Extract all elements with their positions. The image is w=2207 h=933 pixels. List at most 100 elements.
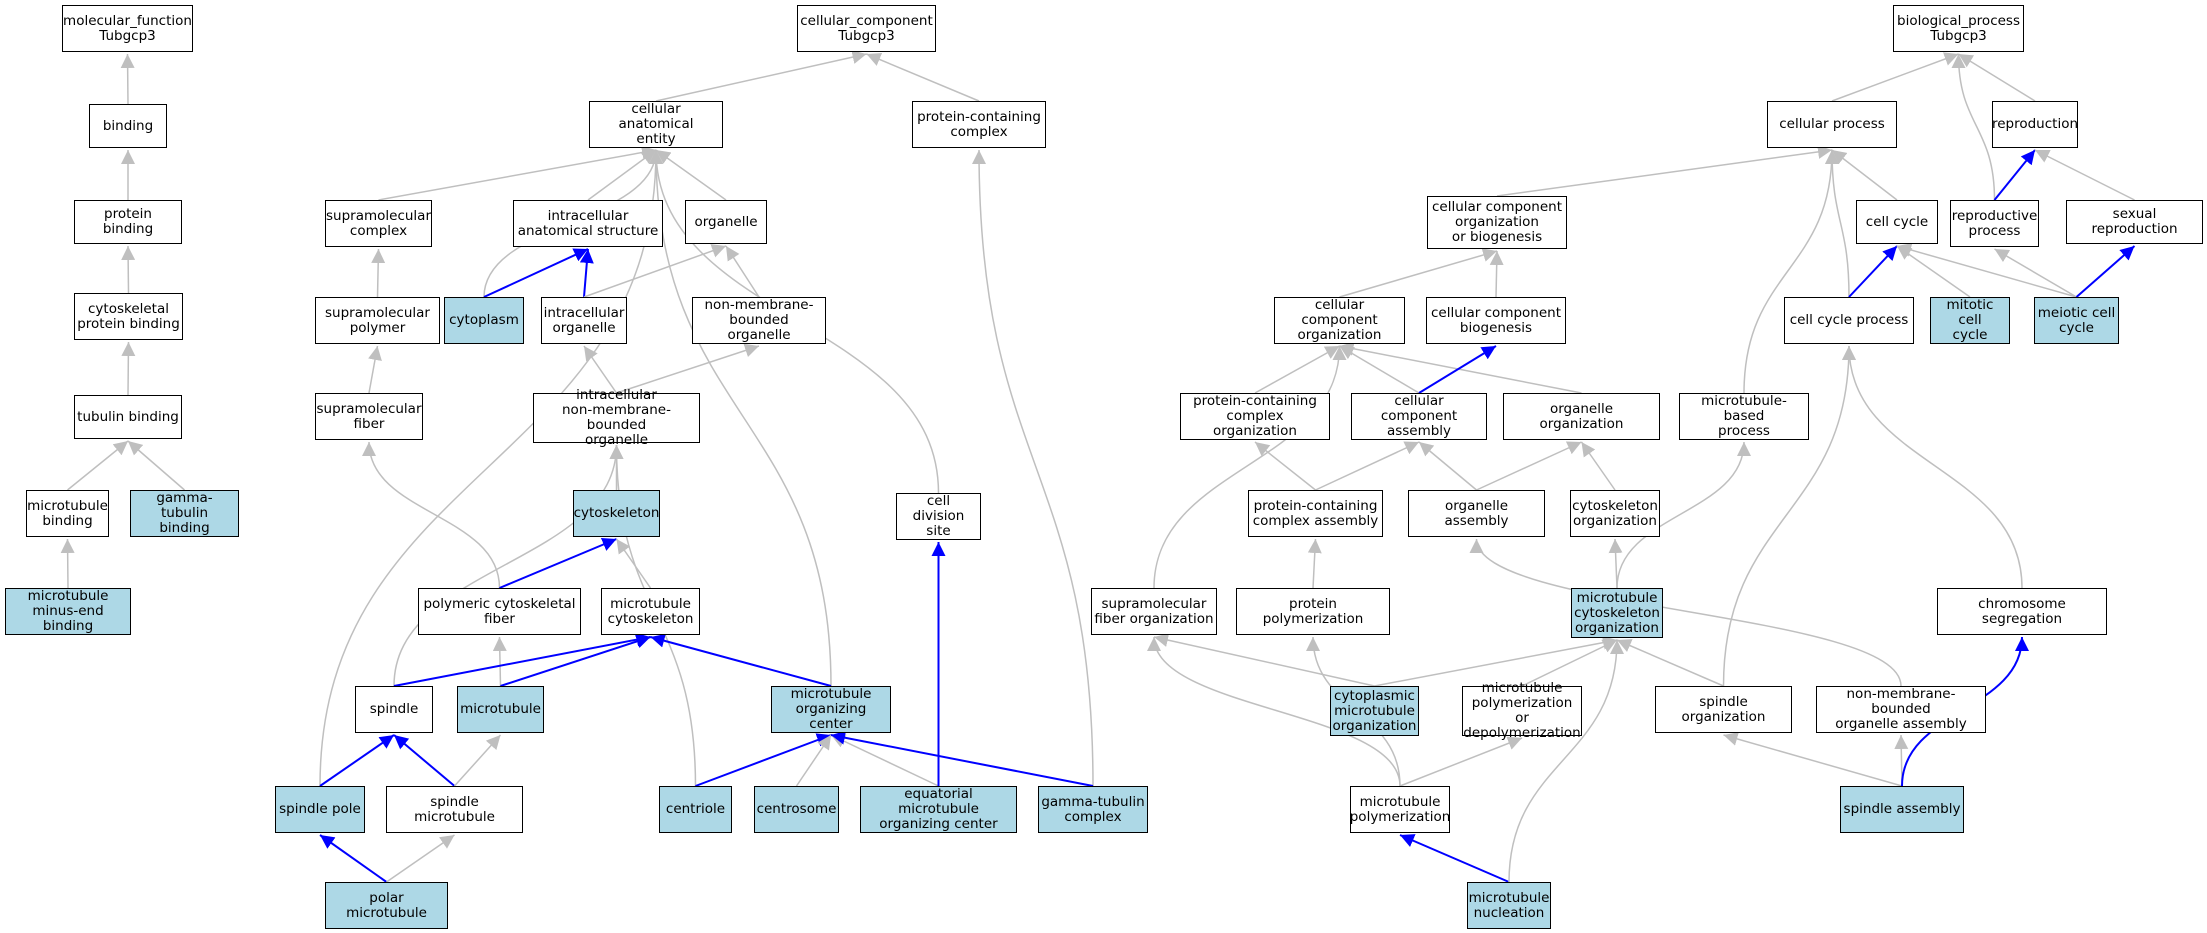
node-cellular-anatomical-entity: cellular anatomical entity xyxy=(589,101,723,148)
edge-nonmem_organelle-to-organelle xyxy=(725,245,760,298)
node-supramolecular-polymer: supramolecular polymer xyxy=(315,297,440,344)
edge-prot_cont_complex-to-cc_root xyxy=(866,52,980,102)
edge-centrosome-to-mtoc xyxy=(795,734,832,787)
edge-organelle_assembly-to-cc_assembly xyxy=(1418,441,1477,491)
edge-sexual_reproduction-to-reproduction xyxy=(2034,149,2135,201)
node-mitotic-cell-cycle: mitotic cell cycle xyxy=(1930,297,2010,344)
node-equatorial-microtubule-organizing-center: equatorial microtubule organizing center xyxy=(860,786,1017,833)
edge-supramol_fiber-to-supramol_polymer xyxy=(368,345,382,394)
edge-mt_based_process-to-cellular_process xyxy=(1743,149,1839,394)
edge-poly_cyto_fiber-to-supramol_fiber xyxy=(362,441,501,589)
node-protein-containing-complex-assembly: protein-containing complex assembly xyxy=(1248,490,1383,537)
node-sexual-reproduction: sexual reproduction xyxy=(2066,200,2203,244)
node-microtubule-nucleation: microtubule nucleation xyxy=(1467,882,1551,929)
node-centrosome: centrosome xyxy=(754,786,839,833)
edge-protein_polymerization-to-pcc_assembly xyxy=(1307,538,1322,589)
edge-supramol_complex-to-cell_anat xyxy=(378,145,657,201)
node-cytoplasm: cytoplasm xyxy=(444,297,524,344)
node-microtubule-based-process: microtubule-based process xyxy=(1679,393,1809,440)
edge-poly_cyto_fiber-to-cytoskeleton xyxy=(499,537,617,589)
node-spindle-microtubule: spindle microtubule xyxy=(386,786,523,833)
node-organelle-organization: organelle organization xyxy=(1503,393,1660,440)
node-protein-polymerization: protein polymerization xyxy=(1236,588,1390,635)
edge-cell_anat-to-cc_root xyxy=(655,50,867,102)
edge-spindle_pole-to-spindle xyxy=(319,734,395,787)
node-cytoskeleton-organization: cytoskeleton organization xyxy=(1570,490,1660,537)
edge-mt_poly_depoly-to-mt_cytoskeleton_org xyxy=(1521,639,1618,687)
node-binding: binding xyxy=(89,104,167,148)
edge-reproductive_process-to-reproduction xyxy=(1993,149,2036,201)
edge-mtoc-to-mt_cytoskeleton xyxy=(650,633,832,687)
node-non-membrane-bounded-organelle-assembly: non-membrane-bounded organelle assembly xyxy=(1816,686,1986,733)
edge-meiotic_cc-to-reproductive_process xyxy=(1994,248,2077,298)
edge-reproductive_process-to-bp_root xyxy=(1951,53,1996,201)
edge-centriole-to-mtoc xyxy=(695,733,832,787)
edge-cell_cycle_process-to-cellular_process xyxy=(1825,149,1850,298)
edge-polar_mt-to-spindle_pole xyxy=(319,834,388,883)
edge-organelle_assembly-to-organelle_org xyxy=(1476,441,1582,491)
node-spindle-assembly: spindle assembly xyxy=(1840,786,1964,833)
edge-cc_assembly-to-cc_biogen xyxy=(1418,345,1497,394)
edge-microtubule-to-mt_cytoskeleton xyxy=(500,634,651,687)
edge-supramol_polymer-to-supramol_complex xyxy=(371,248,386,298)
node-meiotic-cell-cycle: meiotic cell cycle xyxy=(2034,297,2119,344)
edge-intra_nonmem_org-to-intracell_organelle xyxy=(583,345,618,394)
edge-mt_nucleation-to-mt_polymerization xyxy=(1399,834,1510,883)
edge-eq_mtoc-to-mtoc xyxy=(830,734,939,787)
edge-mtoc-to-cell_anat xyxy=(649,149,832,687)
edge-organelle-to-cell_anat xyxy=(655,149,727,201)
edge-mt_polymerization-to-supramol_fiber_org xyxy=(1147,636,1401,787)
edge-tubulin_binding-to-cyto_prot_binding xyxy=(121,341,136,396)
node-supramolecular-fiber: supramolecular fiber xyxy=(315,393,423,440)
node-intracellular-non-membrane-bounded-organelle: intracellular non-membrane-bounded organ… xyxy=(533,388,700,448)
edge-spindle_assembly-to-spindle_org xyxy=(1723,732,1903,787)
edge-mt_polymerization-to-mt_poly_depoly xyxy=(1399,736,1523,787)
edge-cytoplasm-to-intracell_anat xyxy=(483,248,589,298)
edge-spindle_mt-to-spindle xyxy=(393,734,456,787)
edge-chrom_segregation-to-cell_cycle_process xyxy=(1842,345,2023,589)
node-gamma-tubulin-complex: gamma-tubulin complex xyxy=(1038,786,1148,833)
node-reproductive-process: reproductive process xyxy=(1950,200,2039,247)
node-tubulin-binding: tubulin binding xyxy=(74,395,182,439)
node-polymeric-cytoskeletal-fiber: polymeric cytoskeletal fiber xyxy=(418,588,581,635)
node-chromosome-segregation: chromosome segregation xyxy=(1937,588,2107,635)
node-intracellular-anatomical-structure: intracellular anatomical structure xyxy=(513,200,663,247)
edge-organelle_org-to-cc_org xyxy=(1339,341,1582,394)
edge-intracell_organelle-to-organelle xyxy=(583,244,727,298)
edge-spindle_pole-to-cell_anat xyxy=(319,149,663,787)
edge-cc_biogen-to-cc_org_biogen xyxy=(1489,250,1504,298)
edge-binding-to-mf_root xyxy=(120,53,135,105)
node-spindle-pole: spindle pole xyxy=(275,786,365,833)
edge-pcc_assembly-to-pcc_org xyxy=(1254,441,1316,491)
node-cell-division-site: cell division site xyxy=(896,493,981,540)
node-microtubule-polymerization: microtubule polymerization xyxy=(1350,786,1450,833)
edge-cyto_prot_binding-to-protein_binding xyxy=(121,245,136,294)
edge-pcc_org-to-cc_org xyxy=(1254,345,1340,394)
node-cellular-component-organization: cellular component organization xyxy=(1274,297,1405,344)
node-cellular-component-tubgcp3: cellular_component Tubgcp3 xyxy=(797,5,936,52)
node-protein-containing-complex-organization: protein-containing complex organization xyxy=(1180,393,1330,440)
node-cytoskeletal-protein-binding: cytoskeletal protein binding xyxy=(74,293,183,340)
edge-cc_org_biogen-to-cellular_process xyxy=(1496,144,1833,197)
node-microtubule: microtubule xyxy=(457,686,544,733)
node-cytoplasmic-microtubule-organization: cytoplasmic microtubule organization xyxy=(1330,686,1419,736)
node-microtubule-cytoskeleton-organization: microtubule cytoskeleton organization xyxy=(1571,588,1663,638)
node-supramolecular-fiber-organization: supramolecular fiber organization xyxy=(1091,588,1217,635)
node-spindle-organization: spindle organization xyxy=(1655,686,1792,733)
node-microtubule-minus-end-binding: microtubule minus-end binding xyxy=(5,588,131,635)
edge-spindle_mt-to-microtubule xyxy=(453,734,502,787)
edge-cellular_process-to-bp_root xyxy=(1831,52,1959,102)
edge-cell_cycle_process-to-cell_cycle xyxy=(1848,245,1898,298)
node-cellular-component-biogenesis: cellular component biogenesis xyxy=(1426,297,1566,344)
node-polar-microtubule: polar microtubule xyxy=(325,882,448,929)
edge-cytoskeleton_org-to-organelle_org xyxy=(1580,441,1616,491)
node-biological-process-tubgcp3: biological_process Tubgcp3 xyxy=(1893,5,2024,52)
edge-polar_mt-to-spindle_mt xyxy=(386,834,455,883)
edge-intracell_anat-to-cell_anat xyxy=(587,149,657,201)
edge-spindle_org-to-mt_cytoskeleton_org xyxy=(1616,639,1724,687)
node-cellular-process: cellular process xyxy=(1767,101,1897,148)
edge-intracell_organelle-to-intracell_anat xyxy=(579,248,594,298)
edge-cc_org-to-cc_org_biogen xyxy=(1339,248,1498,298)
edge-cell_cycle-to-cellular_process xyxy=(1831,149,1898,201)
edge-reproduction-to-bp_root xyxy=(1958,53,2036,102)
